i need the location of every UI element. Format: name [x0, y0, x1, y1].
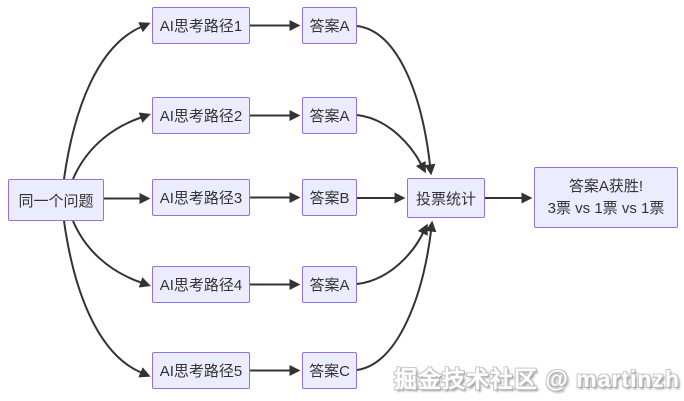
node-ai-path-4-label: AI思考路径4 — [159, 277, 243, 294]
node-vote-stats-label: 投票统计 — [415, 190, 476, 208]
node-question: 同一个问题 — [8, 179, 104, 221]
node-ai-path-3: AI思考路径3 — [152, 179, 250, 216]
node-ai-path-2-label: AI思考路径2 — [159, 108, 243, 125]
node-ai-path-3-label: AI思考路径3 — [159, 190, 243, 207]
edge-question-to-path2 — [72, 112, 151, 180]
node-ai-path-4: AI思考路径4 — [152, 266, 250, 303]
edge-question-to-path4 — [72, 220, 151, 288]
edge-answer2-to-vote — [356, 114, 426, 174]
node-answer-1: 答案A — [302, 7, 357, 44]
edge-question-to-path1 — [63, 22, 151, 180]
node-ai-path-5-label: AI思考路径5 — [159, 363, 243, 380]
edge-question-to-path5 — [63, 220, 151, 378]
node-ai-path-1: AI思考路径1 — [152, 7, 250, 44]
edge-answer4-to-vote — [356, 223, 428, 285]
node-answer-2: 答案A — [302, 97, 357, 134]
node-answer-4: 答案A — [302, 266, 357, 303]
node-question-label: 同一个问题 — [18, 192, 94, 210]
edge-answer1-to-vote — [356, 25, 436, 176]
node-result-line1: 答案A获胜! — [568, 177, 644, 195]
watermark: 掘金技术社区 @ martinzh — [393, 366, 680, 392]
node-result-line2: 3票 vs 1票 vs 1票 — [547, 199, 665, 217]
node-answer-5: 答案C — [302, 352, 357, 389]
node-ai-path-2: AI思考路径2 — [152, 97, 250, 134]
node-answer-5-label: 答案C — [309, 363, 350, 380]
edge-answer5-to-vote — [356, 220, 437, 371]
node-answer-2-label: 答案A — [309, 108, 350, 125]
node-ai-path-5: AI思考路径5 — [152, 352, 250, 389]
node-answer-3: 答案B — [302, 179, 357, 216]
node-ai-path-1-label: AI思考路径1 — [159, 18, 243, 35]
node-answer-1-label: 答案A — [309, 18, 350, 35]
node-answer-3-label: 答案B — [309, 190, 350, 207]
node-vote-stats: 投票统计 — [407, 178, 485, 218]
node-answer-4-label: 答案A — [309, 277, 350, 294]
node-result: 答案A获胜! 3票 vs 1票 vs 1票 — [534, 167, 678, 228]
